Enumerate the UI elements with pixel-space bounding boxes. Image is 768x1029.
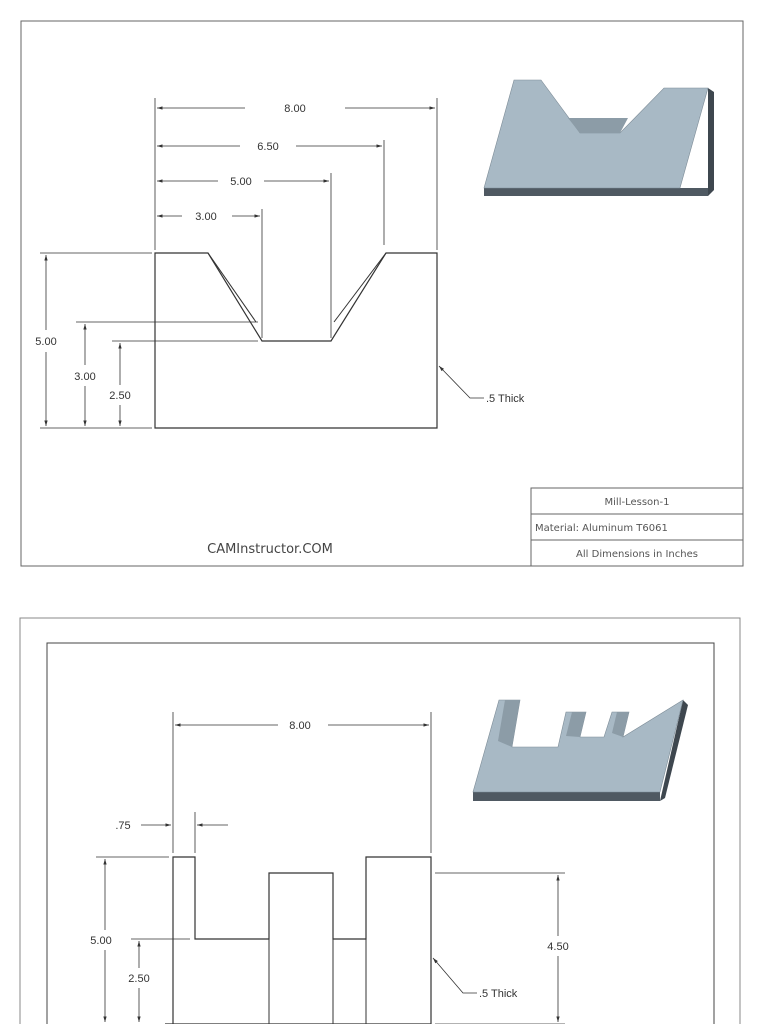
sheet-2-outer-frame	[19, 617, 741, 1029]
title-block: Mill-Lesson-1 Material: Aluminum T6061 A…	[530, 487, 744, 567]
slot-edges-2	[268, 939, 367, 1024]
sheet-2-border	[46, 642, 715, 1029]
part-outline-1	[154, 252, 438, 429]
dim-8-00-top-2: 8.00	[289, 720, 310, 732]
title-name: Mill-Lesson-1	[605, 497, 670, 508]
dim-3-00-height: 3.00	[74, 371, 95, 383]
dim-3-00-width: 3.00	[195, 211, 216, 223]
dim-4-50-height: 4.50	[547, 941, 568, 953]
dimension-lines-h-2	[141, 723, 429, 827]
dim-2-50-height-2: 2.50	[128, 973, 149, 985]
title-units: All Dimensions in Inches	[576, 549, 698, 560]
dim-5-00-height: 5.00	[35, 336, 56, 348]
dim-5-00-height-2: 5.00	[90, 935, 111, 947]
isometric-part-2	[472, 699, 688, 801]
thick-leader-1	[438, 365, 484, 399]
dim-6-50: 6.50	[257, 141, 278, 153]
isometric-part-1	[483, 79, 714, 196]
title-material: Material: Aluminum T6061	[535, 523, 668, 534]
sheet-1: 8.00 6.50 5.00 3.00 5.00 3.00 2.50 .5 Th…	[20, 20, 744, 567]
thick-leader-2	[432, 957, 477, 994]
thick-note-1: .5 Thick	[486, 393, 525, 405]
sheet-2: 8.00 .75 5.00 2.50 4.50 .5 Thick	[19, 617, 741, 1029]
part-outline-2	[172, 856, 432, 1024]
thick-note-2: .5 Thick	[479, 988, 518, 1000]
dimension-lines-v-2	[103, 859, 560, 1022]
dimension-lines-h-1	[157, 106, 435, 218]
dimension-lines-v-1	[44, 255, 122, 426]
dim-8-00-top: 8.00	[284, 103, 305, 115]
dim-2-50-height: 2.50	[109, 390, 130, 402]
extension-lines-1	[40, 98, 438, 429]
v-edge-right	[333, 252, 387, 323]
dim-0-75: .75	[115, 820, 130, 832]
v-edge-left	[207, 252, 257, 323]
brand-label: CAMInstructor.COM	[207, 542, 333, 557]
sheet-1-border	[20, 20, 744, 567]
dim-5-00-width: 5.00	[230, 176, 251, 188]
